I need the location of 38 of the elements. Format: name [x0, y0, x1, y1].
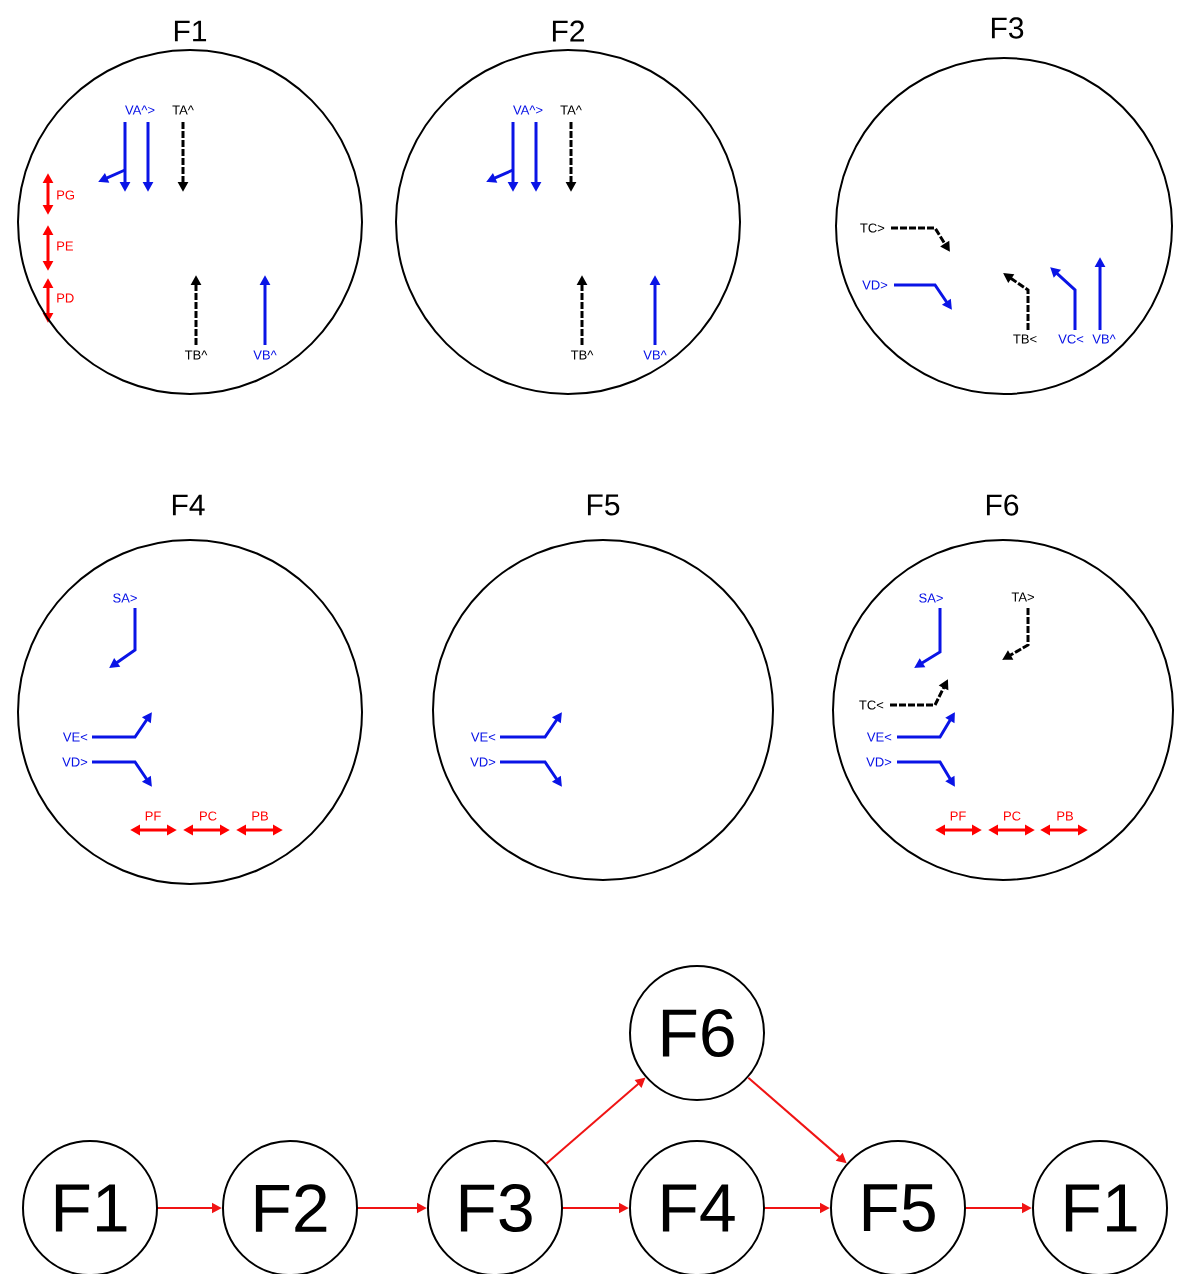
phase-title: F6	[986, 494, 1019, 516]
phase-title: F3	[991, 17, 1024, 39]
movement-label: TB^	[184, 350, 208, 360]
phase-title: F2	[552, 20, 584, 42]
movement-label: VE<	[62, 732, 88, 742]
movement-label: PE	[57, 241, 73, 251]
movement-label: PB	[1057, 811, 1073, 821]
movement-label: PG	[57, 190, 74, 200]
movement-label: PB	[252, 811, 268, 821]
movement-label: VB^	[253, 350, 277, 360]
phase-title: F1	[174, 20, 207, 42]
movement-label: TB<	[1013, 334, 1037, 344]
movement-label: TB^	[570, 350, 594, 360]
movement-label: TA^	[172, 105, 194, 115]
movement-label: VD>	[470, 757, 496, 767]
movement-label: VE<	[866, 732, 892, 742]
movement-label: TA>	[1011, 592, 1034, 602]
phase-title: F5	[587, 494, 620, 516]
movement-label: VD>	[862, 280, 888, 290]
movement-label: VE<	[470, 732, 496, 742]
movement-label: VD>	[62, 757, 88, 767]
movement-label: VB^	[1092, 334, 1116, 344]
movement-label: VC<	[1058, 334, 1084, 344]
movement-label: VA^>	[125, 105, 155, 115]
movement-label: TC<	[859, 700, 884, 710]
movement-label: VD>	[866, 757, 892, 767]
movement-label: TC>	[860, 223, 885, 233]
movement-label: PD	[57, 293, 74, 303]
movement-label: VB^	[643, 350, 667, 360]
movement-label: PF	[950, 811, 966, 821]
movement-label: PC	[1004, 811, 1021, 821]
movement-label: PF	[145, 811, 161, 821]
movement-label: TA^	[560, 105, 582, 115]
phase-title: F4	[172, 494, 205, 516]
movement-label: SA>	[919, 593, 943, 603]
movement-label: VA^>	[513, 105, 543, 115]
movement-label: SA>	[113, 593, 137, 603]
movement-label: PC	[200, 811, 217, 821]
